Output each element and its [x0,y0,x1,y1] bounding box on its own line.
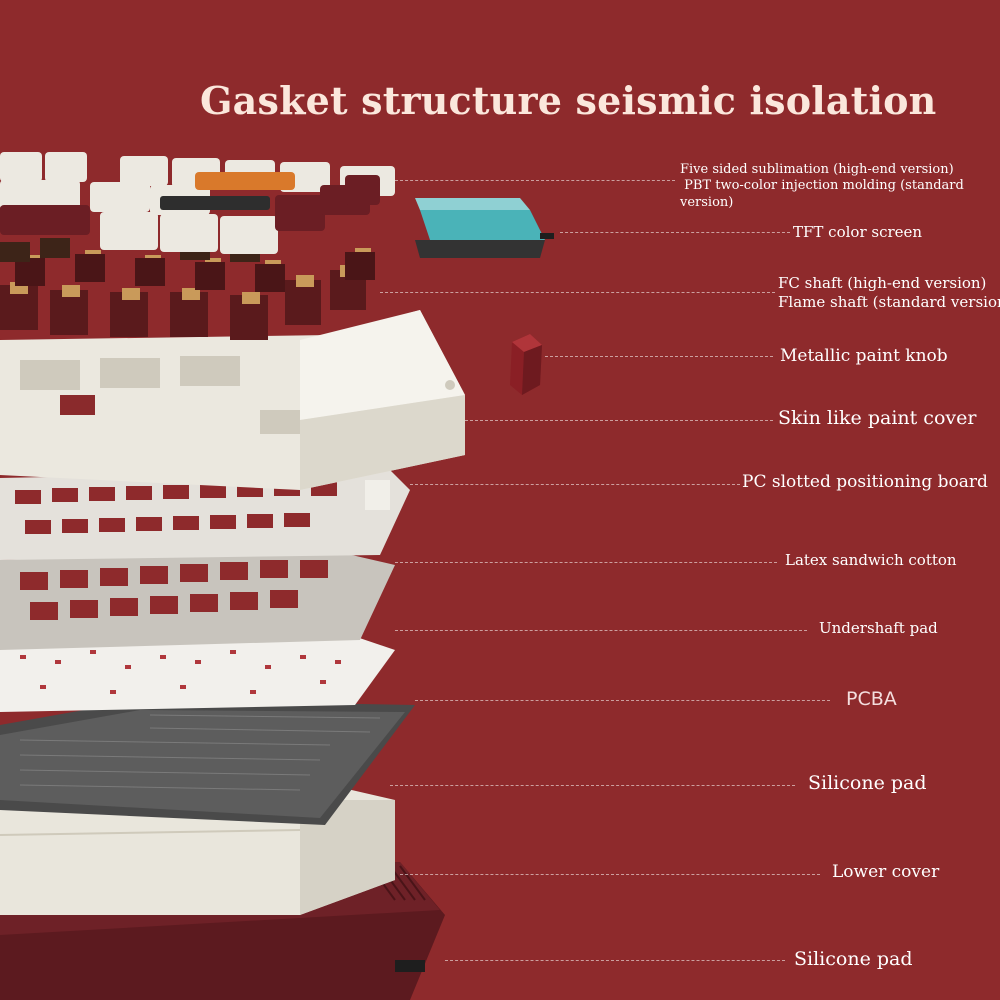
label-lower-cover-line-1: Lower cover [832,862,940,882]
label-silicone-pad-2-line-1: Silicone pad [794,948,913,970]
top-cover-shell [0,310,465,490]
leader-silicone-pad-1 [390,785,795,786]
leader-tft-screen [560,232,790,233]
leader-silicone-pad-2 [445,960,785,961]
label-cover-line-1: Skin like paint cover [778,407,977,429]
label-sandwich-cotton: Latex sandwich cotton [785,551,957,570]
tft-screen-module [415,198,554,258]
label-silicone-pad-1: Silicone pad [808,772,927,796]
positioning-board-layer [0,470,410,560]
label-tft-screen: TFT color screen [793,223,922,242]
label-silicone-pad-1-line-1: Silicone pad [808,772,927,794]
label-shaft-line-1: FC shaft (high-end version) [778,274,987,292]
label-sublimation-line-3: version) [680,194,734,210]
leader-sublimation [395,180,675,181]
leader-undershaft-pad [395,630,807,631]
label-positioning-board: PC slotted positioning board [742,472,988,493]
leader-positioning-board [410,484,740,485]
leader-lower-cover [400,874,820,875]
label-undershaft-pad: Undershaft pad [819,619,938,638]
label-sublimation-line-2: PBT two-color injection molding (standar… [680,178,964,194]
diagram-title: Gasket structure seismic isolation [200,78,937,123]
label-sublimation-line-1: Five sided sublimation (high-end version… [680,162,954,177]
label-shaft: FC shaft (high-end version) Flame shaft … [778,274,1000,312]
leader-sandwich-cotton [395,562,777,563]
leader-shaft [380,292,775,293]
label-lower-cover: Lower cover [832,862,939,883]
label-knob: Metallic paint knob [780,346,948,367]
label-undershaft-pad-line-1: Undershaft pad [819,619,938,637]
label-knob-line-1: Metallic paint knob [780,346,948,366]
label-tft-screen-line-1: TFT color screen [793,223,923,241]
knob-part [510,334,542,395]
label-pcba-line-1: PCBA [846,688,897,710]
label-positioning-board-line-1: PC slotted positioning board [742,472,988,492]
pcba-board [0,700,415,825]
label-shaft-line-2: Flame shaft (standard version) [778,292,1000,311]
label-silicone-pad-2: Silicone pad [794,948,913,972]
keycap-layer [0,152,395,254]
undershaft-pad-layer [0,628,395,712]
leader-cover [465,420,773,421]
label-cover: Skin like paint cover [778,407,976,431]
label-sandwich-cotton-line-1: Latex sandwich cotton [785,551,957,569]
sandwich-cotton-layer [0,550,395,650]
leader-knob [545,356,773,357]
label-pcba: PCBA [846,688,897,712]
label-sublimation: Five sided sublimation (high-end version… [680,162,964,211]
switch-layer [0,238,375,340]
leader-pcba [415,700,830,701]
